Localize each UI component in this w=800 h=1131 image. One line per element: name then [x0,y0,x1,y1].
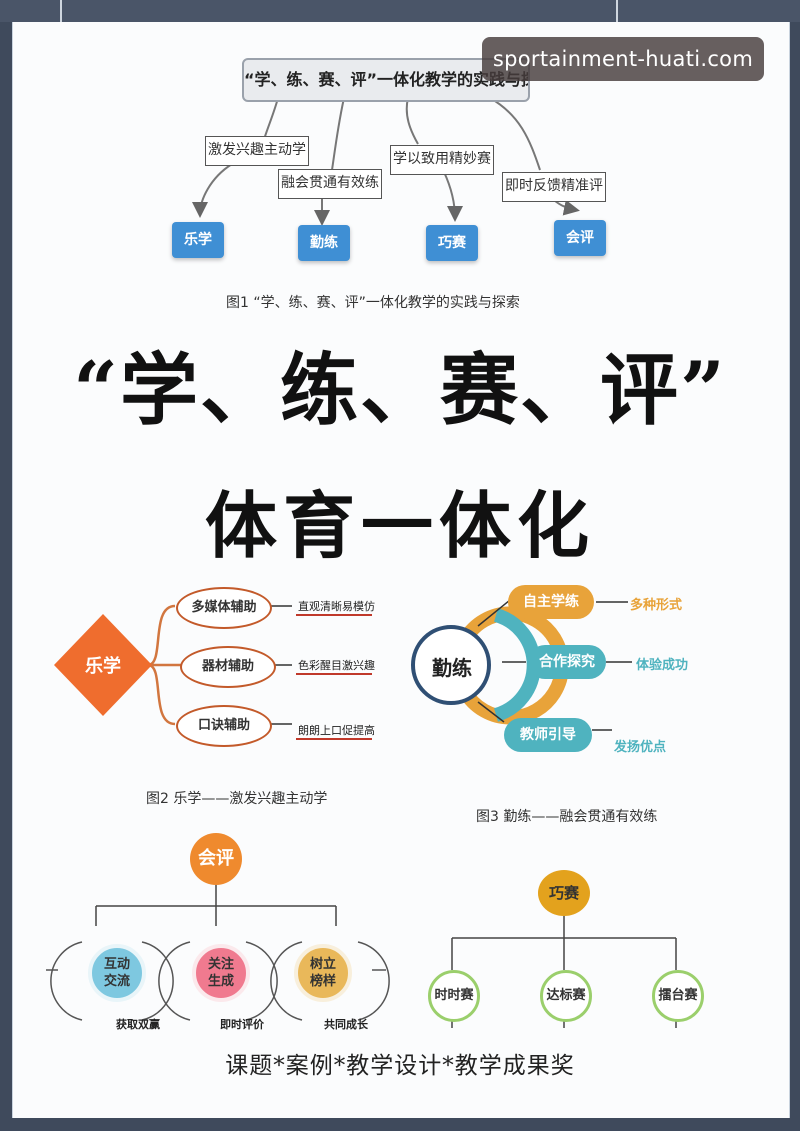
fig5-connectors [451,916,677,1028]
fig2-diamond [54,614,152,716]
fig3-item-1: 自主学练 [508,585,594,619]
fig5-center: 巧赛 [538,870,590,916]
fig1-node-lexue: 乐学 [172,222,224,258]
document-page [12,22,790,1118]
fig4-item-3-label: 树立榜样 [309,957,336,989]
fig4-detail-2: 即时评价 [220,1018,264,1031]
fig3-caption: 图3 勤练——融会贯通有效练 [476,809,658,825]
bottom-strip [0,1118,800,1131]
fig4-detail-1: 获取双赢 [116,1018,160,1031]
headline-line-1: “学、练、赛、评” [73,345,727,436]
fig3-detail-3: 发扬优点 [614,740,667,755]
fig2-detail-2: 色彩醒目激兴趣 [298,659,375,672]
top-bar-divider [616,0,618,22]
fig2-underline [296,673,372,675]
fig2-item-3: 口诀辅助 [176,705,272,747]
fig2-center-label: 乐学 [85,656,121,677]
fig3-detail-2: 体验成功 [636,658,689,673]
fig3-item-3: 教师引导 [504,718,592,752]
fig4-item-1-label: 互动交流 [103,957,130,989]
fig4-item-3: 树立榜样 [294,944,352,1002]
fig1-node-qinlian: 勤练 [298,225,350,261]
fig2-item-2: 器材辅助 [180,646,276,688]
fig1-node-huiping: 会评 [554,220,606,256]
top-bar [0,0,800,22]
fig2-detail-1: 直观清晰易模仿 [298,600,375,613]
fig1-label-2: 融会贯通有效练 [278,169,382,199]
fig4-item-1: 互动交流 [88,944,146,1002]
fig5-item-3: 擂台赛 [652,970,704,1022]
fig5-item-2: 达标赛 [540,970,592,1022]
fig2-underline [296,738,372,740]
fig1-label-3: 学以致用精妙赛 [390,145,494,175]
top-bar-divider [60,0,62,22]
fig4-connectors [46,882,390,1021]
fig2-connectors [54,604,292,726]
fig2-detail-3: 朗朗上口促提高 [298,724,375,737]
watermark: sportainment-huati.com [482,37,764,81]
fig3-item-2: 合作探究 [528,645,606,679]
fig4-center: 会评 [190,833,242,885]
fig2-caption: 图2 乐学——激发兴趣主动学 [146,791,328,807]
fig3-center-label: 勤练 [432,656,472,680]
fig1-node-qiaosai: 巧赛 [426,225,478,261]
fig2-underline [296,614,372,616]
fig4-detail-3: 共同成长 [324,1018,368,1031]
fig4-item-2-label: 关注生成 [207,957,234,989]
headline-line-2: 体育一体化 [204,483,595,568]
fig4-item-2: 关注生成 [192,944,250,1002]
footer-tagline: 课题*案例*教学设计*教学成果奖 [225,1053,575,1079]
fig1-caption: 图1 “学、练、赛、评”一体化教学的实践与探索 [226,295,520,311]
fig2-item-1: 多媒体辅助 [176,587,272,629]
fig1-label-1: 激发兴趣主动学 [205,136,309,166]
fig5-item-1: 时时赛 [428,970,480,1022]
fig1-connectors [192,97,580,226]
fig1-label-4: 即时反馈精准评 [502,172,606,202]
fig3-detail-1: 多种形式 [630,598,683,613]
